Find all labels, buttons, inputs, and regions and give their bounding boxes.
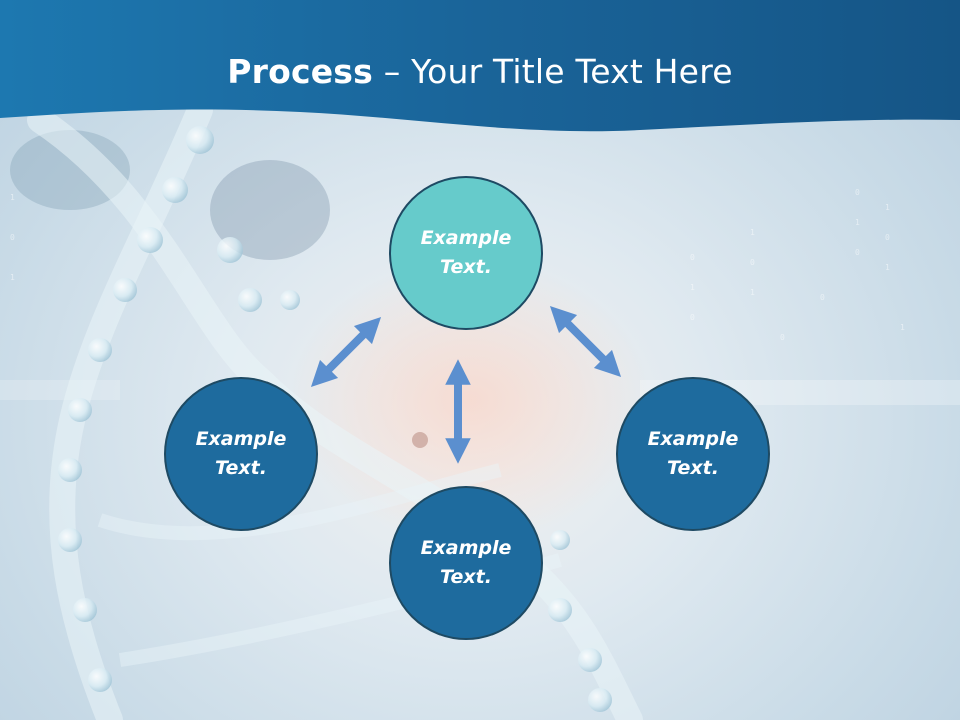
title-dash: –: [373, 52, 412, 91]
node-bottom-label: Example Text.: [420, 537, 512, 588]
title-bold: Process: [227, 52, 373, 91]
node-top-label: Example Text.: [420, 227, 512, 278]
svg-text:0: 0: [855, 248, 860, 257]
svg-text:1: 1: [10, 193, 15, 202]
svg-text:0: 0: [10, 233, 15, 242]
node-bottom: Example Text.: [389, 486, 543, 640]
double-arrow-left-icon: [310, 316, 382, 388]
node-left-label: Example Text.: [195, 428, 287, 479]
double-arrow-right-icon: [549, 305, 622, 378]
node-left: Example Text.: [164, 377, 318, 531]
svg-text:1: 1: [885, 203, 890, 212]
svg-text:1: 1: [750, 228, 755, 237]
svg-text:1: 1: [750, 288, 755, 297]
svg-text:0: 0: [690, 253, 695, 262]
svg-text:1: 1: [900, 323, 905, 332]
svg-text:0: 0: [885, 233, 890, 242]
svg-text:1: 1: [855, 218, 860, 227]
title-rest: Your Title Text Here: [411, 52, 733, 91]
node-right-label: Example Text.: [647, 428, 739, 479]
node-right: Example Text.: [616, 377, 770, 531]
svg-text:0: 0: [855, 188, 860, 197]
svg-text:0: 0: [690, 313, 695, 322]
svg-text:0: 0: [750, 258, 755, 267]
svg-text:1: 1: [885, 263, 890, 272]
slide-title: Process – Your Title Text Here: [0, 52, 960, 91]
svg-text:1: 1: [10, 273, 15, 282]
svg-text:1: 1: [690, 283, 695, 292]
svg-text:0: 0: [780, 333, 785, 342]
svg-text:0: 0: [820, 293, 825, 302]
node-top: Example Text.: [389, 176, 543, 330]
